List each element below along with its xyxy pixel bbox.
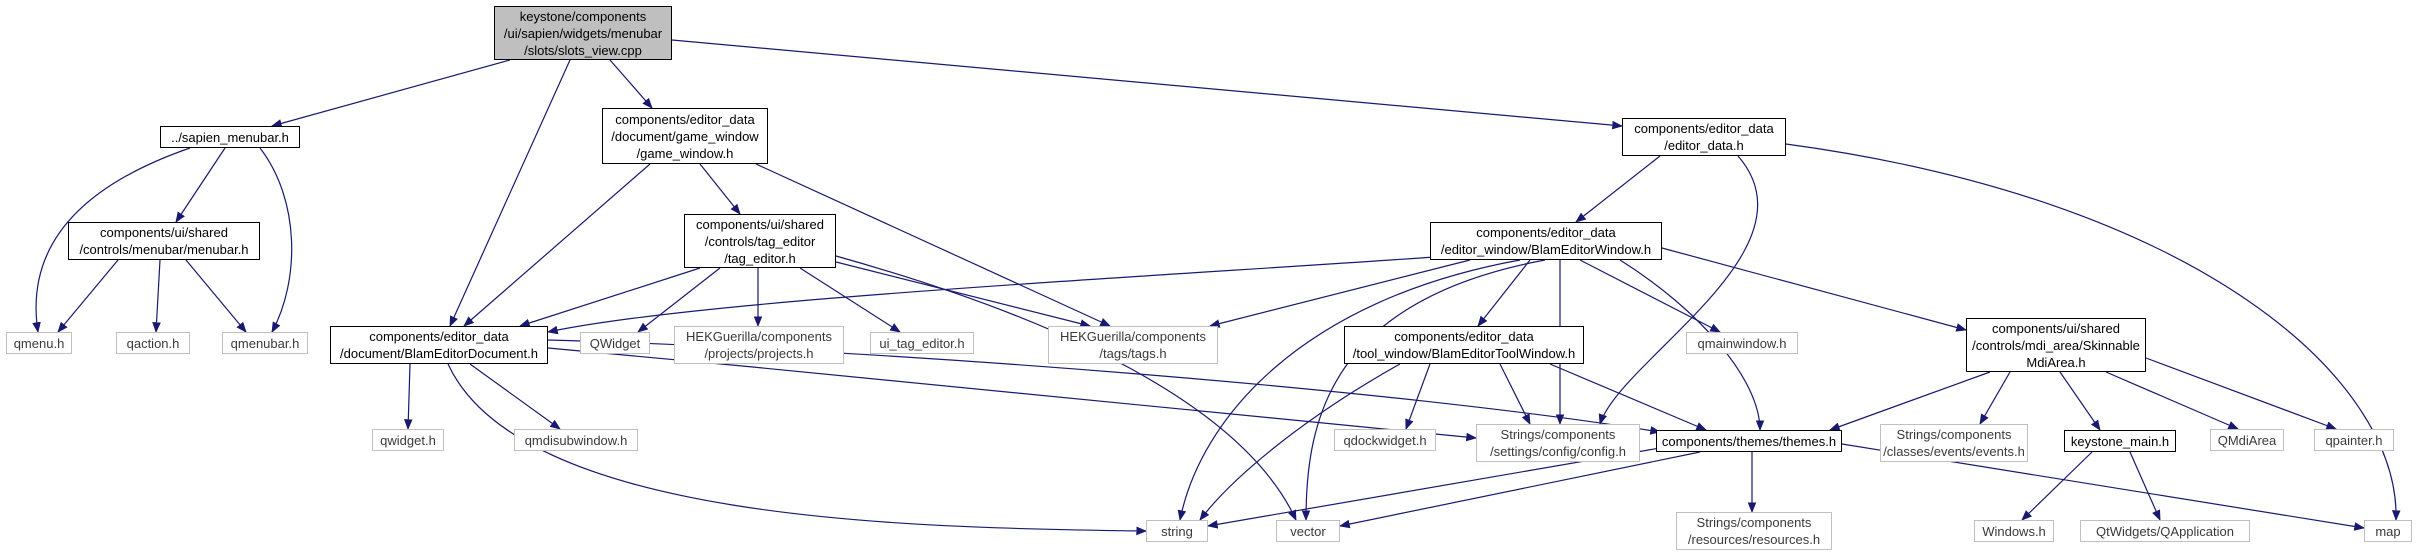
- edge-game_window-blam_doc: [463, 163, 651, 327]
- node-config[interactable]: Strings/components/settings/config/confi…: [1476, 424, 1640, 462]
- edge-editor_data-config: [1598, 155, 1758, 426]
- node-qmdiarea[interactable]: QMdiArea: [2210, 429, 2284, 451]
- edge-keystone_main-windows: [2021, 451, 2093, 521]
- edge-mdi_area-events: [1979, 371, 2011, 425]
- node-editor-data[interactable]: components/editor_data/editor_data.h: [1622, 118, 1786, 156]
- edge-tool_window-qdockwidget: [1405, 363, 1431, 431]
- node-hek-projects[interactable]: HEKGuerilla/components/projects/projects…: [674, 326, 844, 364]
- edge-tag_editor-qwidget: [637, 267, 721, 333]
- node-blam-editor-tool-window[interactable]: components/editor_data/tool_window/BlamE…: [1344, 326, 1584, 364]
- edge-tool_window-themes: [1549, 363, 1707, 431]
- edge-blam_window-blam_doc: [546, 255, 1451, 335]
- node-qpainter[interactable]: qpainter.h: [2314, 429, 2394, 451]
- node-string[interactable]: string: [1146, 520, 1208, 542]
- node-skinnable-mdi-area[interactable]: components/ui/shared/controls/mdi_area/S…: [1966, 318, 2146, 372]
- edge-root-editor_data: [671, 39, 1624, 130]
- edge-blam_window-vector: [1301, 259, 1546, 522]
- edge-blam_window-string: [1177, 259, 1521, 522]
- node-qaction[interactable]: qaction.h: [116, 332, 190, 354]
- node-game-window[interactable]: components/editor_data/document/game_win…: [602, 108, 768, 164]
- edge-menubar-qaction: [152, 259, 161, 334]
- node-blam-editor-document[interactable]: components/editor_data/document/BlamEdit…: [330, 326, 548, 364]
- edge-tag_editor-ui_tag_editor: [799, 267, 901, 333]
- edge-tag_editor-blam_doc: [518, 267, 701, 328]
- edge-blam_window-hek_tags: [1208, 259, 1471, 328]
- edge-mdi_area-qpainter: [2145, 357, 2338, 430]
- node-root[interactable]: keystone/components/ui/sapien/widgets/me…: [494, 6, 672, 60]
- edge-root-sapien_menubar: [270, 59, 511, 128]
- edge-tool_window-string: [1199, 363, 1401, 521]
- edge-menubar-qmenu: [57, 259, 119, 333]
- edge-editor_data-map: [1785, 143, 2401, 522]
- edge-sapien_menubar-qmenubar: [259, 147, 293, 333]
- node-hek-tags[interactable]: HEKGuerilla/components/tags/tags.h: [1048, 326, 1218, 364]
- node-qapplication[interactable]: QtWidgets/QApplication: [2080, 520, 2250, 542]
- edge-tag_editor-vector: [835, 255, 1297, 521]
- edge-game_window-tag_editor: [699, 163, 741, 215]
- edge-root-blam_doc: [449, 59, 571, 327]
- edge-mdi_area-keystone_main: [2059, 371, 2101, 431]
- node-blam-editor-window[interactable]: components/editor_data/editor_window/Bla…: [1430, 222, 1662, 260]
- node-themes[interactable]: components/themes/themes.h: [1656, 430, 1842, 452]
- node-qwidget-h[interactable]: qwidget.h: [372, 429, 444, 451]
- node-qdockwidget[interactable]: qdockwidget.h: [1334, 429, 1436, 451]
- edge-blam_window-tool_window: [1477, 259, 1531, 327]
- node-vector[interactable]: vector: [1276, 520, 1340, 542]
- edge-sapien_menubar-qmenu: [32, 147, 191, 334]
- edge-blam_doc-qwidget_h: [403, 363, 413, 431]
- node-resources[interactable]: Strings/components/resources/resources.h: [1676, 512, 1832, 550]
- node-qmenu[interactable]: qmenu.h: [6, 332, 72, 354]
- edge-menubar-qmenubar: [185, 259, 247, 333]
- edge-tag_editor-hek_tags: [835, 261, 1092, 328]
- node-qwidget[interactable]: QWidget: [580, 332, 650, 354]
- edge-themes-vector: [1338, 451, 1701, 529]
- edge-mdi_area-themes: [1828, 371, 1991, 431]
- node-tag-editor[interactable]: components/ui/shared/controls/tag_editor…: [684, 214, 836, 268]
- edge-tool_window-config: [1499, 363, 1531, 425]
- node-qmdisubwindow[interactable]: qmdisubwindow.h: [514, 429, 638, 451]
- node-sapien-menubar[interactable]: ../sapien_menubar.h: [160, 126, 300, 148]
- node-windows[interactable]: Windows.h: [1974, 520, 2054, 542]
- edge-blam_doc-qmdisubwindow: [469, 363, 561, 430]
- node-qmainwindow[interactable]: qmainwindow.h: [1686, 332, 1798, 354]
- edge-editor_data-blam_window: [1575, 155, 1661, 223]
- edge-game_window-hek_tags: [755, 163, 1111, 327]
- edge-blam_window-mdi_area: [1661, 247, 1968, 332]
- node-keystone-main[interactable]: keystone_main.h: [2064, 430, 2176, 452]
- edge-blam_doc-string: [447, 363, 1148, 536]
- node-ui-tag-editor[interactable]: ui_tag_editor.h: [870, 332, 974, 354]
- node-map[interactable]: map: [2364, 520, 2412, 542]
- edge-sapien_menubar-menubar: [175, 147, 226, 223]
- edge-root-game_window: [609, 59, 653, 109]
- node-menubar[interactable]: components/ui/shared/controls/menubar/me…: [68, 222, 260, 260]
- node-events[interactable]: Strings/components/classes/events/events…: [1880, 424, 2028, 462]
- edge-keystone_main-qapplication: [2129, 451, 2161, 521]
- edge-mdi_area-qmdiarea: [2105, 371, 2239, 430]
- node-qmenubar[interactable]: qmenubar.h: [222, 332, 308, 354]
